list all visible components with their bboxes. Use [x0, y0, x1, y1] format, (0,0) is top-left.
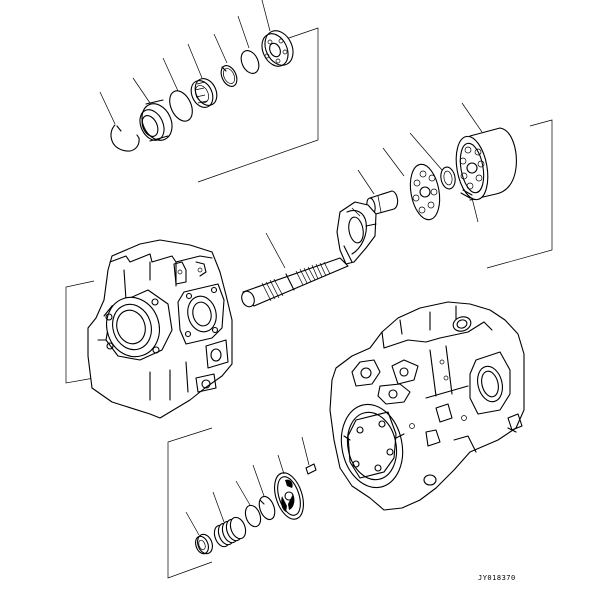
top-group-frame	[197, 27, 319, 183]
pump-body-main-part	[329, 301, 525, 511]
bottom-group-frame	[167, 427, 213, 579]
spring-part	[212, 491, 247, 548]
pump-body-left-part	[87, 239, 233, 419]
thrust-bearing-part	[261, 0, 294, 67]
drive-shaft-part	[241, 232, 349, 308]
retaining-ring-part	[252, 464, 276, 521]
snap-ring-large-part	[99, 91, 140, 152]
cylinder-block-part	[455, 102, 517, 201]
drawing-code: JY018370	[478, 574, 516, 582]
washer-part	[235, 480, 262, 528]
retainer-plate-part	[382, 147, 441, 221]
spacer-ring-part	[237, 15, 260, 74]
dowel-pin-part	[301, 436, 317, 475]
valve-plate-part	[274, 454, 304, 520]
roller-bearing-part	[187, 43, 218, 108]
swash-plate-part	[336, 201, 377, 265]
middle-group-frame	[486, 119, 553, 269]
oil-seal-part	[132, 77, 173, 142]
seal-ring-part	[185, 511, 213, 555]
snap-ring-small-part	[213, 33, 238, 87]
o-ring-part	[162, 57, 193, 122]
ring-part	[409, 132, 456, 190]
pin-part	[460, 189, 479, 223]
left-group-frame	[65, 280, 95, 384]
